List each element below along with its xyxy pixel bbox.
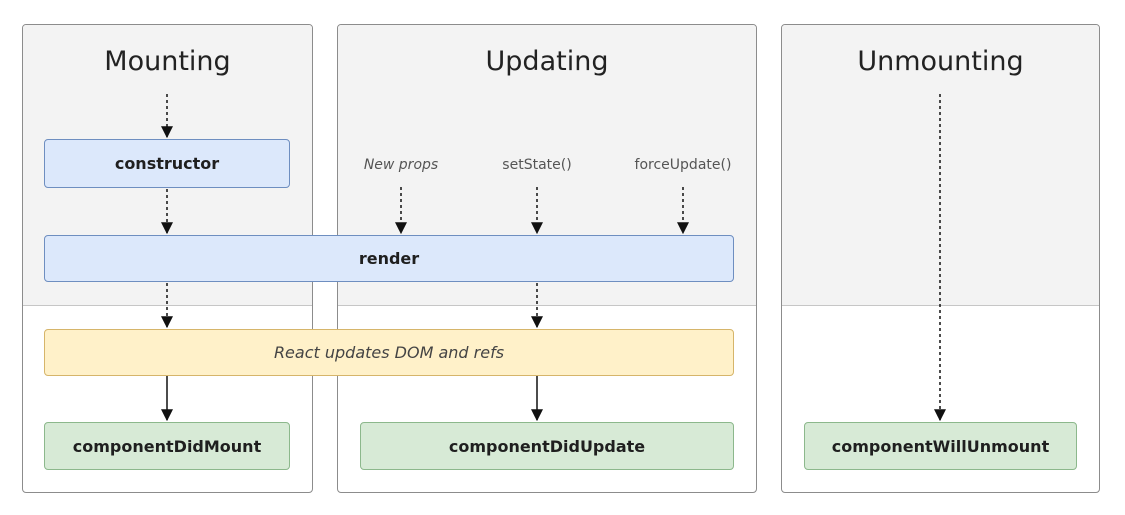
component-did-mount-node: componentDidMount (44, 422, 290, 470)
constructor-node: constructor (44, 139, 290, 188)
trigger-new-props: New props (363, 157, 439, 173)
component-will-unmount-node: componentWillUnmount (804, 422, 1077, 470)
updating-title: Updating (485, 46, 609, 77)
dom-update-node: React updates DOM and refs (44, 329, 734, 376)
trigger-set-state: setState() (502, 157, 572, 173)
mounting-title: Mounting (104, 46, 231, 77)
render-node: render (44, 235, 734, 282)
trigger-force-update: forceUpdate() (634, 157, 732, 173)
component-did-update-node: componentDidUpdate (360, 422, 734, 470)
unmounting-title: Unmounting (857, 46, 1024, 77)
